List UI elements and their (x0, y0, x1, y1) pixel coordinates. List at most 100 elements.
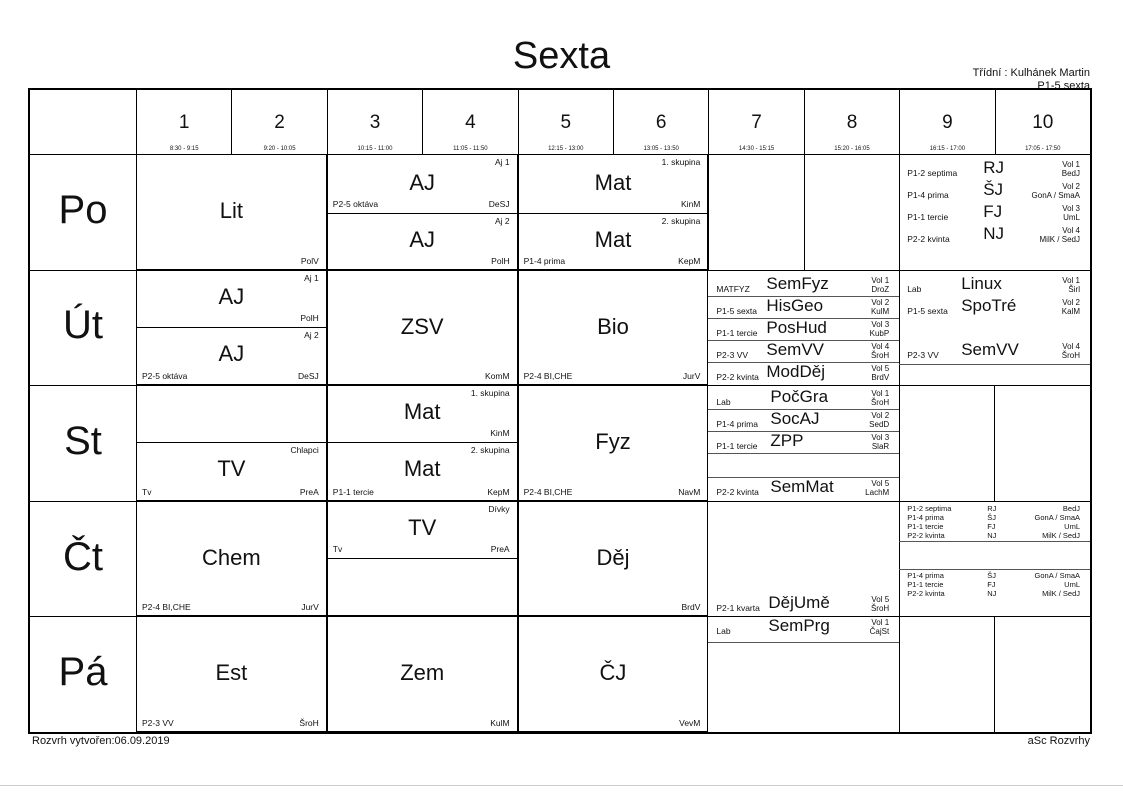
lesson-room: Tv (332, 543, 343, 554)
mini-subject: ŠJ (987, 570, 996, 580)
seminar-teacher: LachM (865, 488, 890, 498)
grid-line (899, 363, 1090, 365)
period-time: 12:15 - 13:00 (548, 146, 584, 152)
lesson-subject: ČJ (599, 660, 627, 686)
seminar-vol: Vol 2 (871, 411, 890, 421)
day-label: Po (58, 187, 108, 232)
seminar-teacher: BrdV (871, 372, 890, 382)
lesson-subject: Lit (219, 198, 244, 223)
grid-line (993, 385, 995, 501)
lesson-teacher: KinM (490, 428, 510, 439)
cell-border (326, 269, 518, 386)
day-label: Čt (63, 534, 103, 579)
late-room: Lab (907, 283, 922, 294)
cell-border (517, 500, 709, 617)
seminar-room: Lab (716, 397, 731, 408)
cell-border (326, 154, 518, 270)
period-number: 2 (274, 112, 285, 133)
grid-line (136, 326, 327, 328)
lesson-room: P1-1 tercie (332, 486, 374, 497)
lesson-teacher: DeSJ (298, 371, 319, 382)
seminar-subject: PočGra (770, 387, 829, 407)
lesson-subject: Mat (403, 456, 441, 482)
cell-border (517, 269, 709, 386)
cell-border (136, 154, 327, 270)
period-time: 9:20 - 10:05 (263, 146, 296, 152)
seminar-vol: Vol 5 (871, 363, 890, 373)
mini-room: P1-1 tercie (907, 521, 944, 531)
seminar-teacher: KulM (870, 306, 890, 316)
day-label: St (64, 419, 102, 463)
lesson-group: 2. skupina (661, 216, 701, 226)
period-number: 4 (465, 112, 476, 133)
grid-line (899, 500, 901, 617)
seminar-room: Lab (716, 626, 731, 637)
cell-border (517, 385, 709, 501)
seminar-subject: SemFyz (766, 273, 829, 293)
seminar-room: MATFYZ (716, 283, 750, 294)
period-time: 11:05 - 11:50 (453, 146, 488, 152)
mini-room: P1-4 prima (907, 512, 944, 522)
cell-border (326, 616, 518, 732)
grid-line (708, 317, 900, 319)
period-time: 13:05 - 13:50 (643, 146, 679, 152)
lesson-subject: Mat (594, 170, 632, 195)
lesson-group: Dívky (488, 503, 510, 514)
mini-teacher: UmL (1064, 521, 1080, 531)
lesson-subject: AJ (409, 227, 436, 252)
seminar-teacher: ŠroH (870, 398, 890, 408)
period-time: 10:15 - 11:00 (357, 146, 393, 152)
lesson-room: P2-4 BI,CHE (523, 371, 573, 382)
lesson-teacher: JurV (682, 371, 701, 382)
elective-vol: Vol 1 (1062, 160, 1080, 169)
period-time: 17:05 - 17:50 (1025, 146, 1061, 152)
lesson-subject: Mat (403, 399, 441, 425)
late-teacher: ŠroH (1061, 350, 1080, 360)
elective-subject: NJ (983, 224, 1004, 243)
lesson-group: 1. skupina (470, 388, 510, 399)
late-subject: Linux (961, 273, 1002, 293)
seminar-teacher: SedD (869, 420, 890, 430)
seminar-room: P2-1 kvarta (716, 602, 760, 613)
lesson-teacher: PolH (491, 255, 510, 266)
elective-teacher: BedJ (1061, 169, 1080, 178)
lesson-room: Tv (142, 486, 152, 497)
lesson-teacher: JurV (301, 602, 319, 613)
grid-line (899, 568, 1090, 570)
day-label: Út (63, 303, 103, 348)
late-vol: Vol 2 (1062, 297, 1080, 307)
seminar-vol: Vol 1 (871, 618, 890, 628)
bottom-rule (0, 785, 1123, 786)
late-subject: SpoTré (961, 295, 1017, 315)
lesson-subject: TV (217, 456, 246, 482)
period-time: 15:20 - 16:05 (834, 146, 870, 152)
late-room: P2-3 VV (907, 349, 939, 360)
seminar-teacher: DroZ (871, 284, 890, 294)
elective-teacher: UmL (1063, 213, 1080, 222)
seminar-vol: Vol 4 (871, 341, 890, 351)
mini-room: P2-2 kvinta (907, 530, 945, 540)
grid-line (708, 477, 900, 479)
mini-subject: NJ (987, 530, 997, 540)
period-number: 1 (178, 112, 190, 133)
